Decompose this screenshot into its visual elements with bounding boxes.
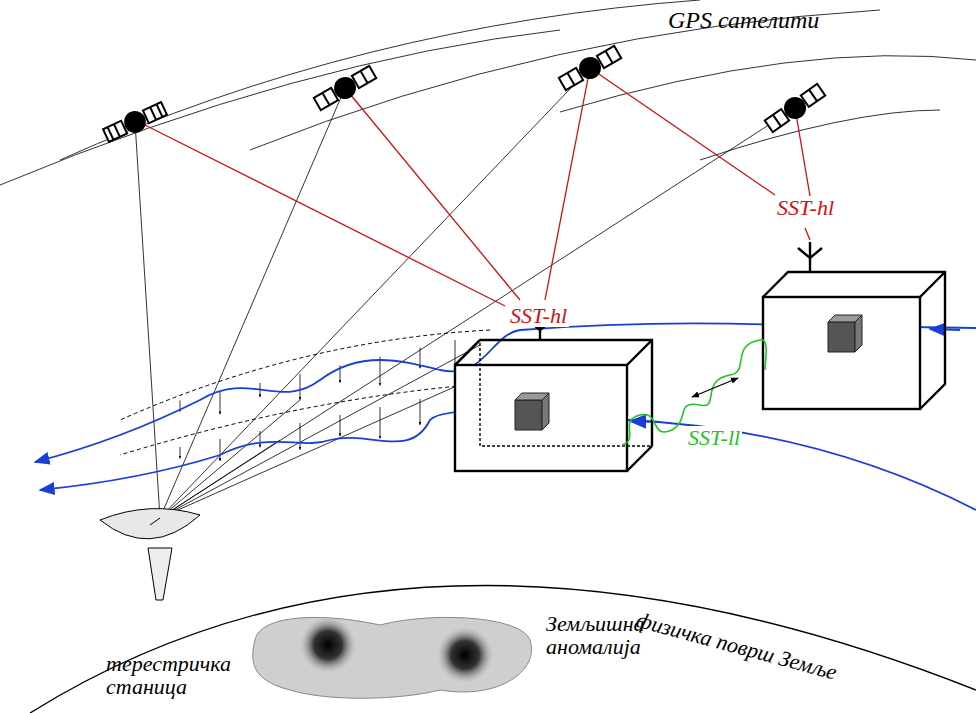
label: SST-ll [686, 426, 742, 449]
label: физичка површ Земље [634, 608, 839, 684]
label: GPS сателити [668, 8, 819, 33]
label: Земљишна аномалија [546, 612, 676, 658]
label: терестричка станица [106, 652, 256, 698]
label: SST-hl [508, 304, 569, 327]
label: SST-hl [775, 196, 836, 219]
